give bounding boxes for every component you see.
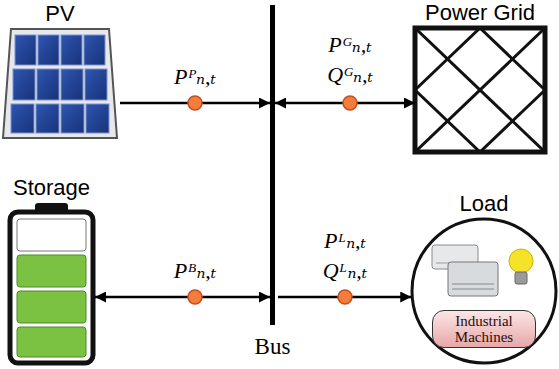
grid-lattice-line <box>415 28 545 152</box>
pv-cell <box>61 35 82 65</box>
light-bulb <box>509 249 533 273</box>
grid-lattice-line <box>415 90 480 152</box>
power-flow-line <box>95 296 270 299</box>
node-heading: Power Grid <box>425 0 535 26</box>
grid-frame <box>415 28 545 152</box>
measurement-point <box>188 290 202 304</box>
measurement-point <box>343 96 357 110</box>
pv-cell <box>85 69 107 100</box>
load-symbol <box>412 219 556 363</box>
machine-box: Industrial Machines <box>432 310 536 348</box>
flow-variable-label: Pᴳₙ,ₜ Qᴳₙ,ₜ <box>327 30 373 90</box>
bus-bar: Bus <box>270 5 275 325</box>
load-circle: LoadIndustrial Machines <box>411 219 557 363</box>
load-circle-outline <box>412 219 556 363</box>
grid-lattice-line <box>415 28 545 152</box>
air-conditioner-vent <box>452 289 494 290</box>
node-heading: PV <box>45 1 74 27</box>
battery-cell-charged <box>17 327 86 357</box>
flow-variable-label: Pᴸₙ,ₜ Qᴸₙ,ₜ <box>323 226 368 286</box>
pv-cell <box>84 35 105 65</box>
light-bulb-base <box>515 272 527 284</box>
pv-panel-frame <box>3 29 117 138</box>
box-text: Industrial Machines <box>437 313 531 345</box>
battery-cell-charged <box>17 291 86 323</box>
measurement-point <box>188 96 202 110</box>
pv-cell <box>11 104 34 133</box>
pv-cell <box>61 104 84 133</box>
air-conditioner <box>448 262 498 296</box>
pv-cell <box>86 104 109 133</box>
pv-cell <box>61 69 83 100</box>
battery-body <box>10 212 93 363</box>
power-grid: Power Grid <box>415 28 545 152</box>
grid-lattice-line <box>480 90 545 152</box>
measurement-point <box>338 290 352 304</box>
pv-cell <box>37 69 59 100</box>
pv-cell <box>36 104 59 133</box>
flow-variable-label: Pᴮₙ,ₜ <box>174 256 217 286</box>
battery-symbol <box>10 203 93 363</box>
pv-cell <box>15 35 36 65</box>
pv-cell <box>38 35 59 65</box>
grid-lattice-line <box>415 28 480 90</box>
node-heading: Storage <box>13 175 90 201</box>
pv-panel: PV <box>3 29 117 138</box>
pv-panel-symbol <box>3 29 117 138</box>
battery-cell-charged <box>17 255 86 287</box>
node-heading: Load <box>460 191 509 217</box>
air-conditioner-vent <box>452 284 494 285</box>
power-grid-symbol <box>415 28 545 152</box>
node-heading: Bus <box>255 334 291 360</box>
grid-lattice-line <box>480 28 545 90</box>
flow-variable-label: Pᴾₙ,ₜ <box>174 62 216 92</box>
storage-battery: Storage <box>8 203 95 365</box>
pv-cell <box>13 69 35 100</box>
battery-cell-empty <box>17 219 86 251</box>
